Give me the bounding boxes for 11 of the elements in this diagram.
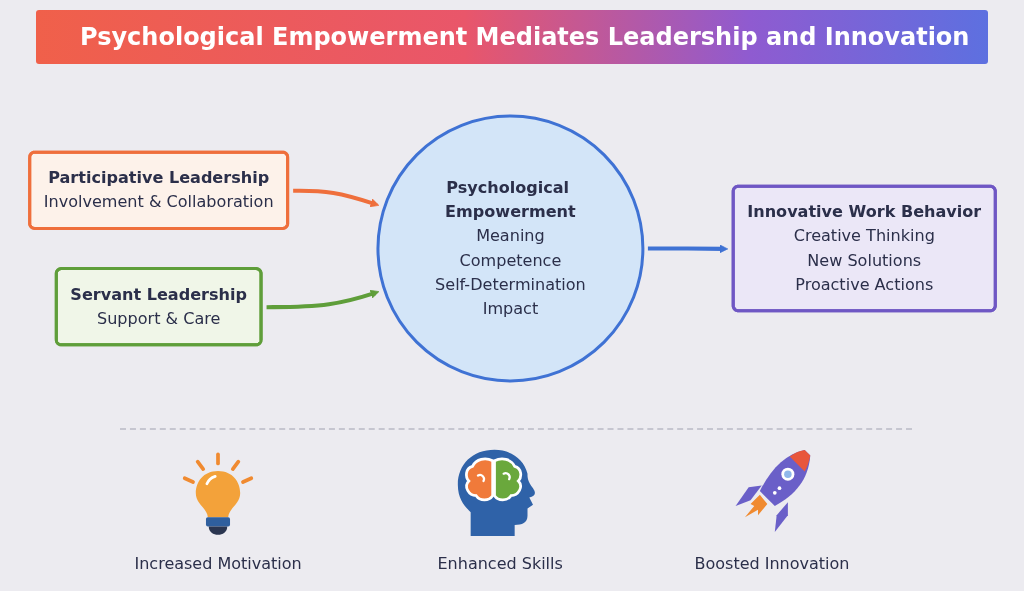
arrow [647, 243, 728, 253]
title-banner: Psychological Empowerment Mediates Leadership and Innovation [36, 10, 988, 64]
icon-caption: Enhanced Skills [437, 554, 563, 573]
mediator-circle: Psychological Empowerment Meaning Competence Self-Determination Impact [375, 114, 644, 382]
arrow [266, 289, 379, 309]
leadership-box: Participative Leadership Involvement & Collaboration [27, 150, 289, 230]
leadership-box: Servant Leadership Support & Care [54, 266, 263, 346]
icon-caption: Increased Motivation [134, 554, 302, 573]
arrow [292, 188, 379, 207]
icon-caption: Boosted Innovation [694, 554, 850, 573]
outcome-box: Innovative Work Behavior Creative Thinking New Solutions Proactive Actions [731, 184, 997, 312]
